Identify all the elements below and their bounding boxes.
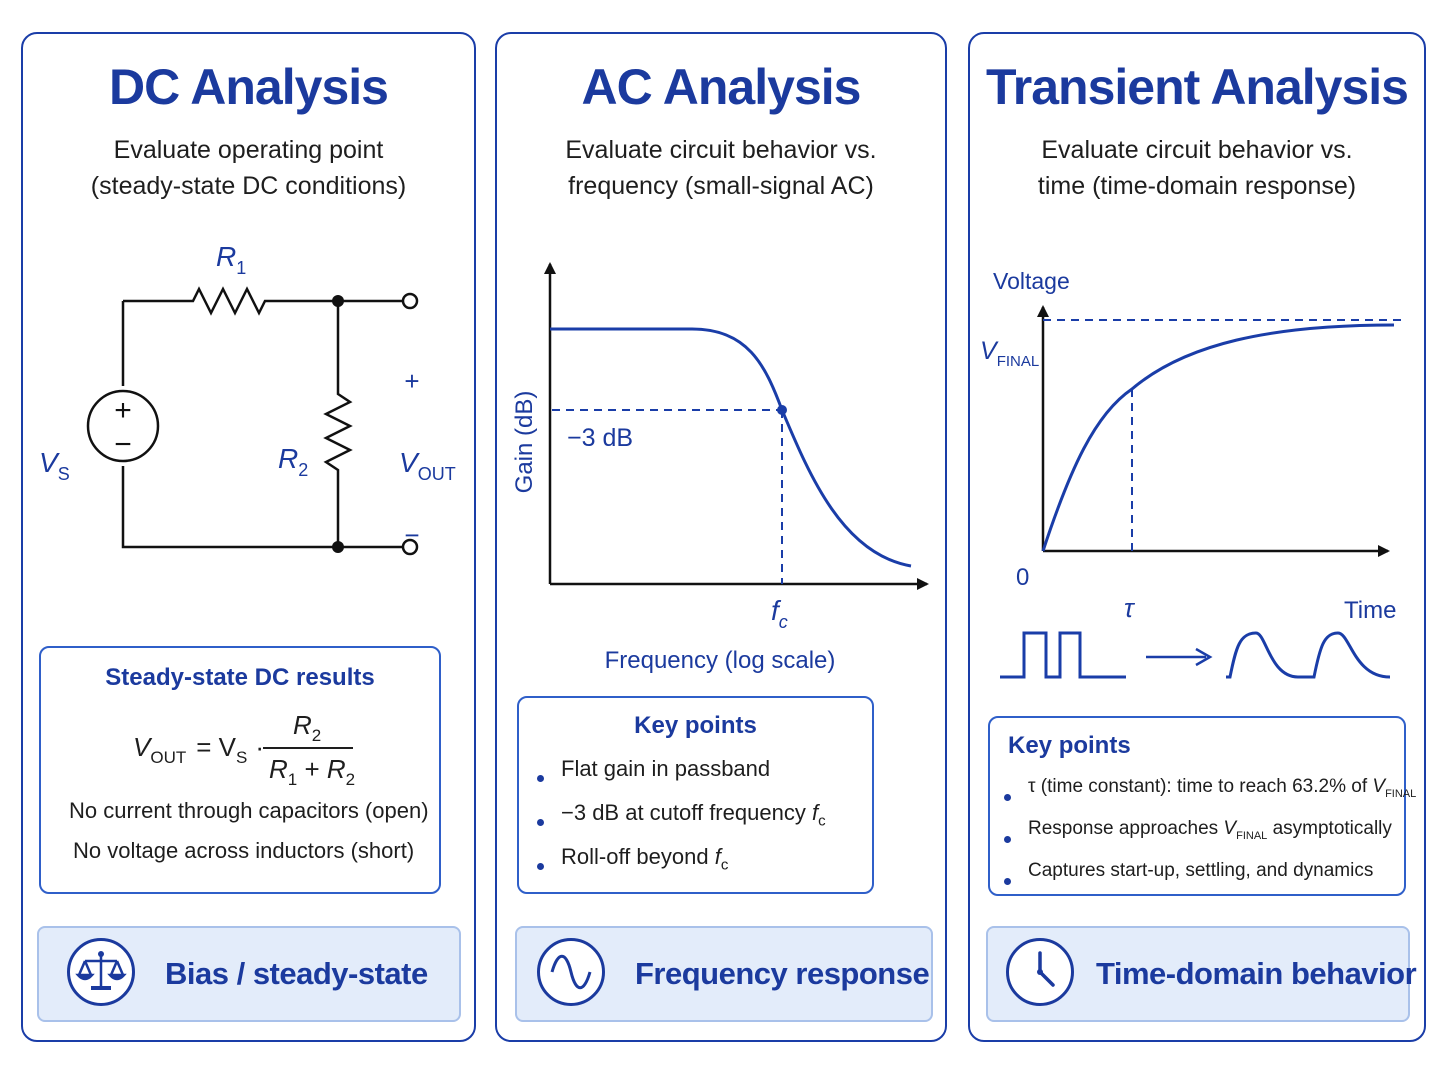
transient-x-axis-label: Time (1344, 597, 1396, 624)
zero-label: 0 (1016, 564, 1029, 591)
svg-text:VOUT= VS·: VOUT= VS· (133, 732, 264, 767)
clock-icon (1006, 938, 1074, 1006)
ac-subtitle-line-2: frequency (small-signal AC) (568, 172, 874, 200)
fc-label: fc (771, 595, 788, 632)
dc-results-box: Steady-state DC results VOUT= VS· R2 R1 … (39, 646, 441, 894)
transient-y-axis-label: Voltage (993, 268, 1070, 294)
dc-subtitle-line-2: (steady-state DC conditions) (90, 172, 407, 200)
transient-key-point-1: τ (time constant): time to reach 63.2% o… (1000, 776, 1416, 818)
balance-scale-icon (67, 938, 135, 1006)
ac-panel-title: AC Analysis (581, 59, 862, 115)
ac-key-point-1: Flat gain in passband (533, 756, 826, 800)
transient-panel-title: Transient Analysis (986, 59, 1409, 115)
resistor-r2 (323, 301, 353, 547)
voltage-divider-equation: VOUT= VS· R2 R1 + R2 (133, 710, 355, 789)
dc-result-line-2: No voltage across inductors (short) (73, 838, 415, 863)
ac-key-points-title: Key points (634, 712, 757, 739)
vfinal-label: VFINAL (980, 337, 1039, 370)
dc-panel-title: DC Analysis (109, 59, 389, 115)
dc-footer-label: Bias / steady-state (165, 956, 428, 991)
frequency-response-graph: −3 dB Gain (dB) fc Frequency (log scale) (511, 262, 929, 674)
dc-panel-subtitle: Evaluate operating point (steady-state D… (23, 132, 474, 204)
dc-analysis-panel: DC Analysis Evaluate operating point (st… (21, 32, 476, 1042)
output-terminal-bottom (401, 538, 419, 556)
ac-footer-label: Frequency response (635, 956, 930, 991)
pulse-to-response-illustration (1000, 631, 1391, 679)
vs-label: VS (39, 447, 70, 484)
filtered-response-wave (1226, 631, 1391, 679)
transient-subtitle-line-1: Evaluate circuit behavior vs. (1041, 136, 1353, 164)
tau-label: τ (1124, 593, 1136, 623)
transient-key-points-box: Key points τ (time constant): time to re… (988, 716, 1416, 896)
minus-3db-label: −3 dB (567, 424, 633, 452)
transient-key-point-2: Response approaches VFINAL asymptoticall… (1000, 818, 1416, 860)
transient-analysis-panel: Transient Analysis Evaluate circuit beha… (968, 32, 1426, 1042)
ac-x-axis-label: Frequency (log scale) (605, 647, 836, 674)
transient-subtitle-line-2: time (time-domain response) (1037, 172, 1357, 200)
vout-label: VOUT (399, 447, 456, 484)
top-wire (123, 286, 406, 316)
transient-response-graph: Voltage VFINAL 0 τ Time (980, 268, 1402, 624)
left-wire-bottom (121, 466, 406, 549)
source-plus-sign: + (114, 394, 132, 427)
dc-subtitle-line-1: Evaluate operating point (113, 136, 384, 164)
r2-label: R2 (278, 443, 308, 480)
ac-key-points-list: Flat gain in passband −3 dB at cutoff fr… (533, 756, 826, 888)
transient-footer-label: Time-domain behavior (1096, 956, 1417, 991)
cutoff-point (777, 405, 787, 415)
sine-wave-icon (537, 938, 605, 1006)
dc-footer-badge: Bias / steady-state (37, 926, 461, 1022)
transient-key-points-title: Key points (1008, 732, 1131, 759)
ac-key-point-3: Roll-off beyond fc (533, 844, 826, 888)
voltage-source-circle (86, 389, 160, 463)
junction-bottom (332, 541, 344, 553)
ac-footer-badge: Frequency response (515, 926, 933, 1022)
ac-subtitle-line-1: Evaluate circuit behavior vs. (565, 136, 877, 164)
ac-y-axis-label: Gain (dB) (511, 391, 538, 494)
dc-results-title: Steady-state DC results (105, 664, 375, 691)
output-terminal-top (401, 292, 419, 310)
svg-text:R1 + R2: R1 + R2 (269, 754, 355, 789)
step-response-curve (1041, 323, 1395, 552)
voltage-divider-circuit: + − R1 R2 VS VOUT + − (39, 241, 456, 556)
r1-label: R1 (216, 241, 246, 278)
junction-top (332, 295, 344, 307)
source-minus-sign: − (114, 428, 132, 461)
ac-key-point-2: −3 dB at cutoff frequency fc (533, 800, 826, 844)
transient-key-point-3: Captures start-up, settling, and dynamic… (1000, 860, 1416, 902)
gain-curve (550, 327, 912, 568)
dc-result-line-1: No current through capacitors (open) (69, 798, 429, 823)
vout-minus-sign: − (404, 520, 419, 550)
transient-panel-subtitle: Evaluate circuit behavior vs. time (time… (970, 132, 1424, 204)
transient-footer-badge: Time-domain behavior (986, 926, 1417, 1022)
ac-panel-subtitle: Evaluate circuit behavior vs. frequency … (497, 132, 945, 204)
square-pulse-train (1000, 631, 1126, 679)
vout-plus-sign: + (404, 366, 419, 396)
svg-text:R2: R2 (293, 710, 321, 745)
transient-key-points-list: τ (time constant): time to reach 63.2% o… (1000, 776, 1416, 902)
ac-analysis-panel: AC Analysis Evaluate circuit behavior vs… (495, 32, 947, 1042)
ac-key-points-box: Key points Flat gain in passband −3 dB a… (517, 696, 874, 894)
